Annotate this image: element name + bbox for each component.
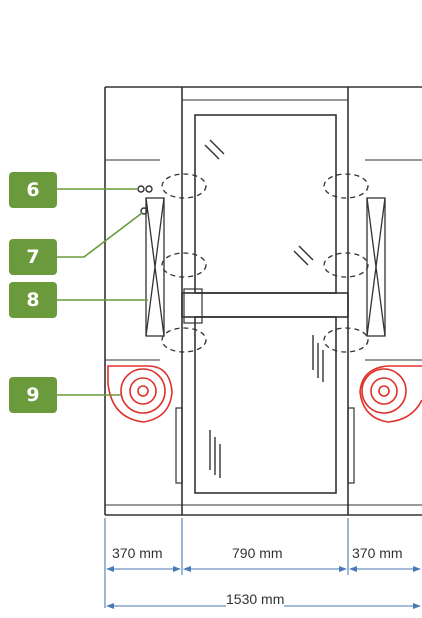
glass-reflections bbox=[204, 139, 324, 478]
dimension-left: 370 mm bbox=[112, 545, 163, 561]
left-side-unit bbox=[145, 197, 165, 337]
callout-6: 6 bbox=[9, 172, 57, 208]
outer-frame bbox=[104, 86, 422, 516]
dimension-center: 790 mm bbox=[232, 545, 283, 561]
dimension-total: 1530 mm bbox=[226, 591, 285, 607]
left-slot bbox=[175, 407, 183, 484]
rollers bbox=[161, 173, 369, 353]
right-side-unit bbox=[366, 197, 386, 337]
right-fan bbox=[359, 365, 422, 423]
dimension-lines bbox=[104, 518, 421, 609]
door-panel-bottom bbox=[194, 316, 337, 494]
right-slot bbox=[347, 407, 355, 484]
center-posts bbox=[181, 87, 349, 515]
callout-7: 7 bbox=[9, 239, 57, 275]
callout-9: 9 bbox=[9, 377, 57, 413]
callout-leaders bbox=[57, 188, 148, 396]
dimension-right: 370 mm bbox=[352, 545, 403, 561]
door-panel-top bbox=[194, 114, 337, 294]
sensor-knobs bbox=[137, 185, 153, 215]
left-fan bbox=[107, 365, 173, 423]
callout-8: 8 bbox=[9, 282, 57, 318]
door-handle-bar bbox=[181, 288, 349, 324]
